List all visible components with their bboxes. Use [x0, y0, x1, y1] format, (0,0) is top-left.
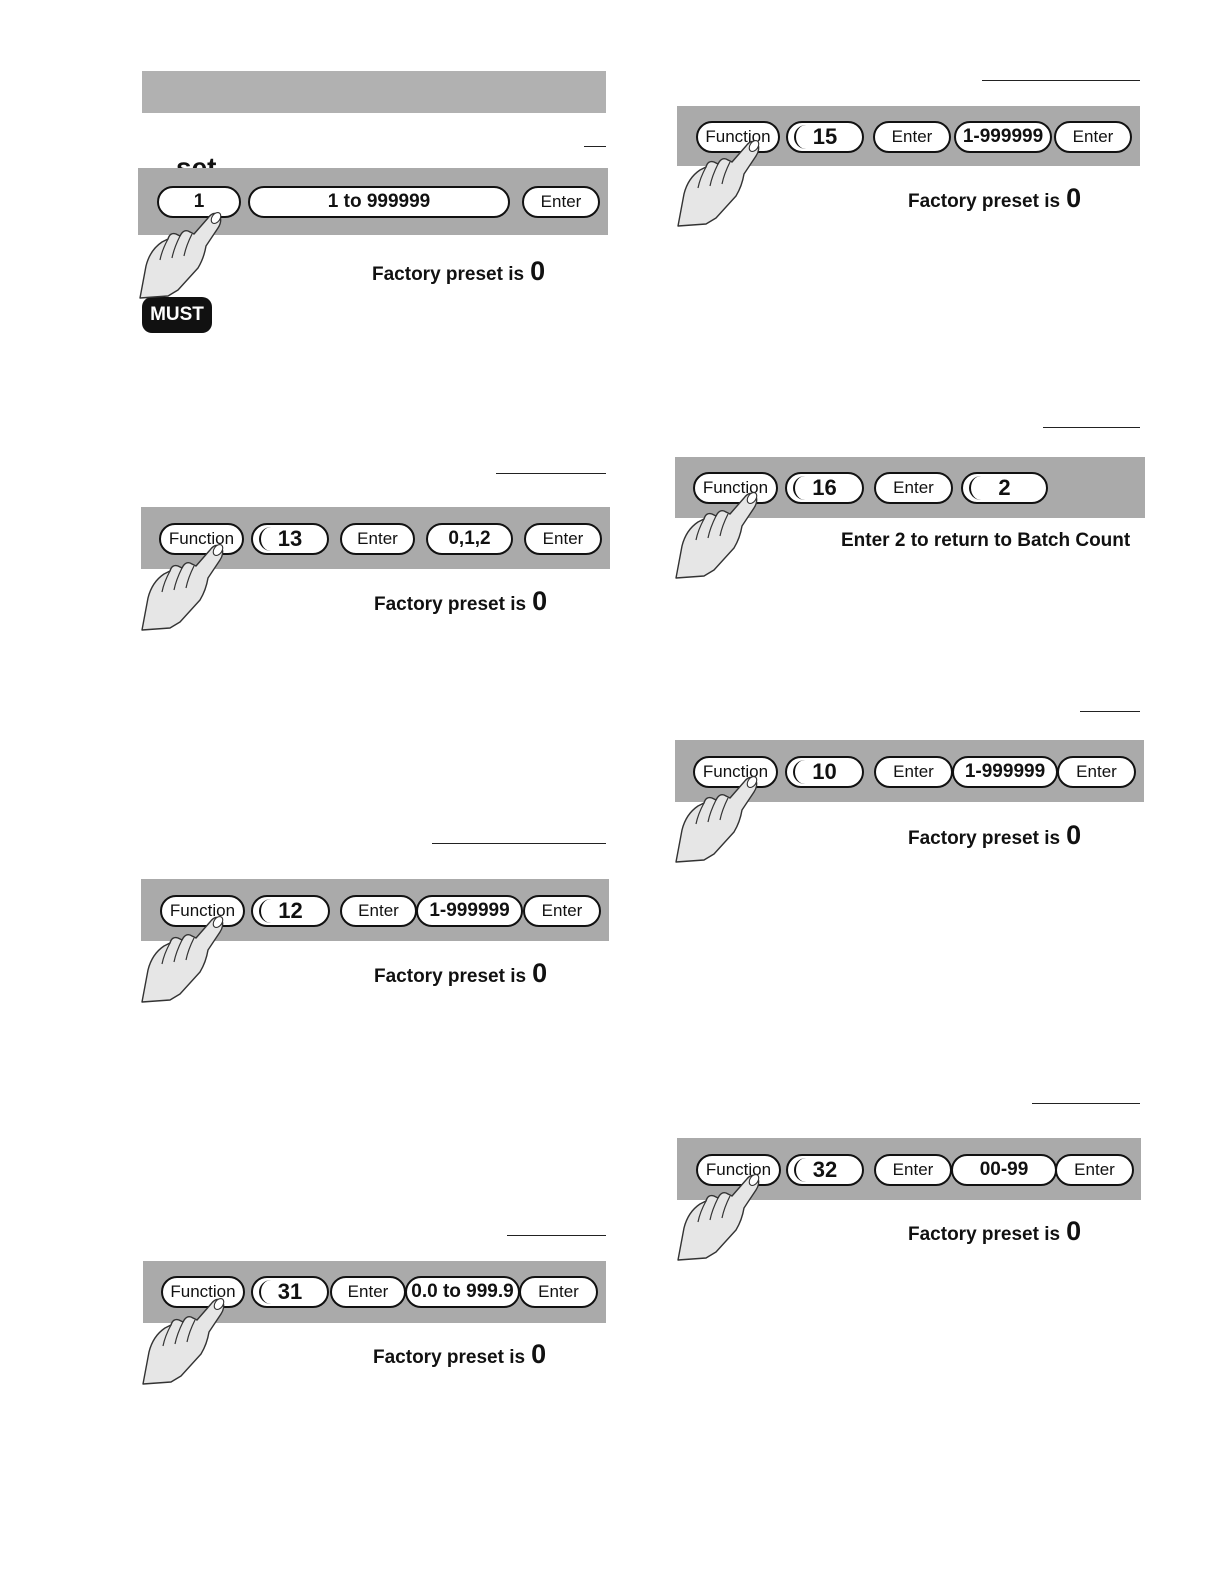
preset-label: Factory preset is: [372, 264, 525, 285]
range-input[interactable]: 0,1,2: [426, 523, 513, 555]
function-code-button[interactable]: 31: [251, 1276, 329, 1308]
preset-value: 0: [530, 256, 546, 286]
factory-preset: Factory preset is 0: [372, 256, 545, 287]
value-input[interactable]: 2: [961, 472, 1048, 504]
preset-value: 0: [531, 1339, 547, 1369]
preset-label: Factory preset is: [908, 1224, 1061, 1245]
pointing-hand-icon: [140, 910, 226, 1006]
range-input[interactable]: 1-999999: [416, 895, 523, 927]
section-header-bar: [142, 71, 606, 113]
heading-rule: [432, 843, 606, 844]
pointing-hand-icon: [140, 538, 226, 634]
enter-button[interactable]: Enter: [523, 895, 601, 927]
pointing-hand-icon: [676, 134, 762, 230]
pointing-hand-icon: [676, 1168, 762, 1264]
enter-button[interactable]: Enter: [874, 756, 953, 788]
range-input[interactable]: 00-99: [951, 1154, 1057, 1186]
heading-rule: [1032, 1103, 1140, 1104]
function-button[interactable]: Function: [693, 756, 778, 788]
range-input[interactable]: 1-999999: [952, 756, 1058, 788]
factory-preset: Factory preset is 0: [373, 1339, 546, 1370]
preset-label: Factory preset is: [908, 828, 1061, 849]
enter-button[interactable]: Enter: [340, 523, 415, 555]
enter-button[interactable]: Enter: [1054, 121, 1132, 153]
factory-preset: Factory preset is 0: [908, 183, 1081, 214]
enter-button[interactable]: Enter: [873, 121, 951, 153]
key-1-button[interactable]: 1: [157, 186, 241, 218]
enter-button[interactable]: Enter: [340, 895, 417, 927]
enter-button[interactable]: Enter: [519, 1276, 598, 1308]
heading-rule: [1080, 711, 1140, 712]
enter-button[interactable]: Enter: [1057, 756, 1136, 788]
preset-label: Factory preset is: [908, 191, 1061, 212]
function-code-button[interactable]: 10: [785, 756, 864, 788]
preset-value: 0: [532, 958, 548, 988]
enter-button[interactable]: Enter: [330, 1276, 406, 1308]
range-input[interactable]: 0.0 to 999.9: [405, 1276, 520, 1308]
enter-button[interactable]: Enter: [522, 186, 600, 218]
heading-rule: [584, 146, 606, 147]
pointing-hand-icon: [674, 486, 760, 582]
preset-label: Factory preset is: [374, 966, 527, 987]
factory-preset: Factory preset is 0: [374, 958, 547, 989]
enter-button[interactable]: Enter: [524, 523, 602, 555]
preset-value: 0: [1066, 183, 1082, 213]
heading-rule: [1043, 427, 1140, 428]
preset-label: Factory preset is: [373, 1347, 526, 1368]
range-input[interactable]: 1 to 999999: [248, 186, 510, 218]
function-button[interactable]: Function: [160, 895, 245, 927]
heading-rule: [507, 1235, 606, 1236]
range-input[interactable]: 1-999999: [954, 121, 1052, 153]
preset-value: 0: [1066, 1216, 1082, 1246]
enter-button[interactable]: Enter: [874, 472, 953, 504]
preset-value: 0: [532, 586, 548, 616]
enter-button[interactable]: Enter: [1055, 1154, 1134, 1186]
batch-count-note: Enter 2 to return to Batch Count: [841, 530, 1131, 551]
pointing-hand-icon: [674, 770, 760, 866]
preset-value: 0: [1066, 820, 1082, 850]
function-code-button[interactable]: 16: [785, 472, 864, 504]
function-code-button[interactable]: 12: [251, 895, 330, 927]
function-button[interactable]: Function: [696, 1154, 781, 1186]
must-badge: MUST: [142, 297, 212, 333]
enter-button[interactable]: Enter: [874, 1154, 952, 1186]
factory-preset: Factory preset is 0: [908, 1216, 1081, 1247]
heading-rule: [496, 473, 606, 474]
function-code-button[interactable]: 13: [251, 523, 329, 555]
pointing-hand-icon: [138, 206, 224, 302]
factory-preset: Factory preset is 0: [374, 586, 547, 617]
function-button[interactable]: Function: [161, 1276, 245, 1308]
heading-rule: [982, 80, 1140, 81]
preset-label: Factory preset is: [374, 594, 527, 615]
function-button[interactable]: Function: [159, 523, 244, 555]
function-code-button[interactable]: 15: [786, 121, 864, 153]
function-code-button[interactable]: 32: [786, 1154, 864, 1186]
factory-preset: Factory preset is 0: [908, 820, 1081, 851]
pointing-hand-icon: [141, 1292, 227, 1388]
function-button[interactable]: Function: [693, 472, 778, 504]
